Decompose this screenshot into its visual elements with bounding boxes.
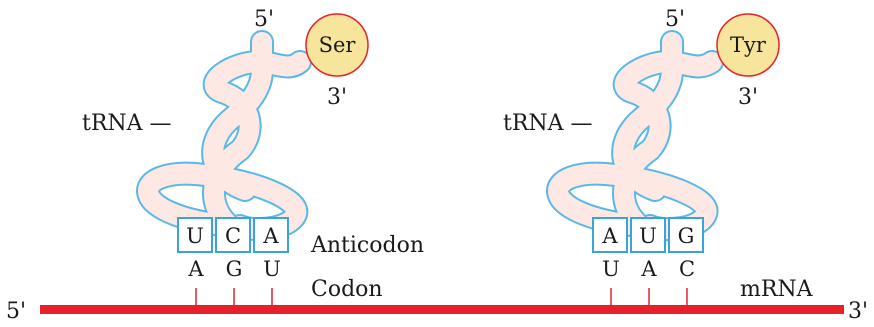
amino-acid-ser-label: Ser — [319, 33, 357, 57]
codon-base: G — [226, 257, 243, 281]
mrna-three-prime: 3' — [848, 299, 868, 324]
amino-acid-ser-circle — [305, 13, 369, 77]
codon-base: A — [187, 257, 204, 281]
trna-tyr: Tyr 5' 3' tRNA — A U G U A C — [503, 7, 780, 306]
amino-acid-tyr-circle — [716, 13, 780, 77]
anticodon-base: A — [601, 224, 618, 248]
trna-ser: Ser 5' 3' tRNA — U C A A G U — [82, 7, 369, 306]
codon-base: C — [679, 257, 695, 281]
trna-tyr-three-prime: 3' — [738, 85, 758, 110]
codon-base: A — [640, 257, 657, 281]
codon-tyr: U A C — [602, 257, 695, 306]
anticodon-base: G — [678, 224, 695, 248]
anticodon-base: U — [639, 224, 657, 248]
codon-ser: A G U — [187, 257, 281, 306]
anticodon-tyr: A U G — [592, 217, 704, 253]
trna-ser-three-prime: 3' — [327, 85, 347, 110]
codon-label: Codon — [311, 277, 383, 302]
trna-ser-label: tRNA — — [82, 111, 172, 136]
trna-tyr-label: tRNA — — [503, 111, 593, 136]
anticodon-label: Anticodon — [310, 233, 424, 258]
anticodon-ser: U C A — [177, 217, 289, 253]
anticodon-base: U — [186, 224, 204, 248]
mrna-label: mRNA — [740, 277, 814, 302]
anticodon-base: C — [225, 224, 241, 248]
amino-acid-tyr-label: Tyr — [730, 33, 767, 57]
mrna-five-prime: 5' — [6, 299, 26, 324]
trna-tyr-five-prime: 5' — [665, 7, 685, 32]
codon-base: U — [602, 257, 620, 281]
anticodon-base: A — [262, 224, 279, 248]
mrna-strand — [40, 305, 844, 314]
codon-base: U — [263, 257, 281, 281]
trna-ser-five-prime: 5' — [254, 7, 274, 32]
